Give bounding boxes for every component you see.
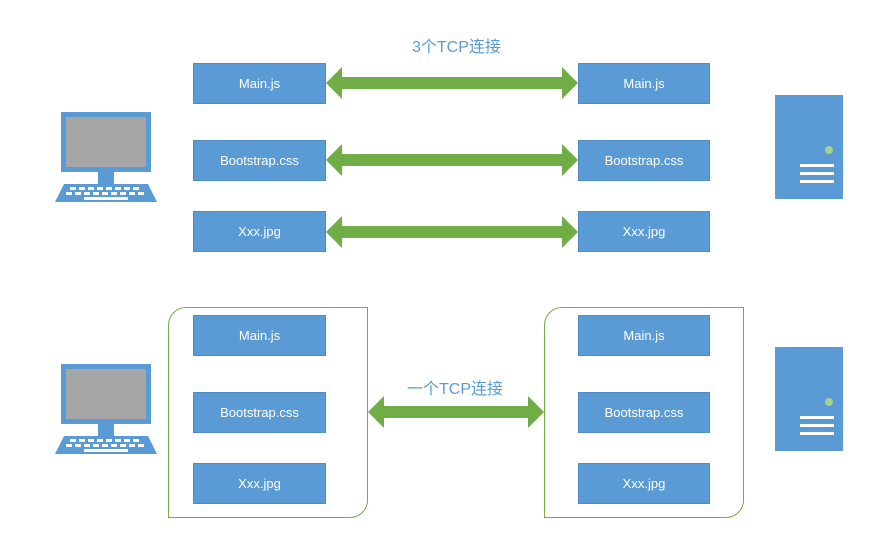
top-connection-arrow-1 — [326, 67, 578, 99]
top-client-file-xxx-jpg: Xxx.jpg — [193, 211, 326, 252]
top-connection-arrow-3 — [326, 216, 578, 248]
bottom-server-file-main-js: Main.js — [578, 315, 710, 356]
bottom-client-file-xxx-jpg: Xxx.jpg — [193, 463, 326, 504]
top-connection-label: 3个TCP连接 — [412, 39, 501, 56]
client-computer-icon-top — [55, 112, 157, 202]
server-file-group — [544, 307, 744, 518]
bottom-server-file-xxx-jpg: Xxx.jpg — [578, 463, 710, 504]
bottom-connection-arrow — [368, 396, 544, 428]
top-client-file-main-js: Main.js — [193, 63, 326, 104]
top-connection-arrow-2 — [326, 144, 578, 176]
server-icon-bottom — [775, 347, 843, 451]
bottom-client-file-bootstrap-css: Bootstrap.css — [193, 392, 326, 433]
top-server-file-xxx-jpg: Xxx.jpg — [578, 211, 710, 252]
bottom-client-file-main-js: Main.js — [193, 315, 326, 356]
top-server-file-main-js: Main.js — [578, 63, 710, 104]
client-computer-icon-bottom — [55, 364, 157, 454]
client-file-group — [168, 307, 368, 518]
bottom-connection-label: 一个TCP连接 — [407, 381, 504, 398]
top-client-file-bootstrap-css: Bootstrap.css — [193, 140, 326, 181]
bottom-server-file-bootstrap-css: Bootstrap.css — [578, 392, 710, 433]
top-server-file-bootstrap-css: Bootstrap.css — [578, 140, 710, 181]
server-icon-top — [775, 95, 843, 199]
